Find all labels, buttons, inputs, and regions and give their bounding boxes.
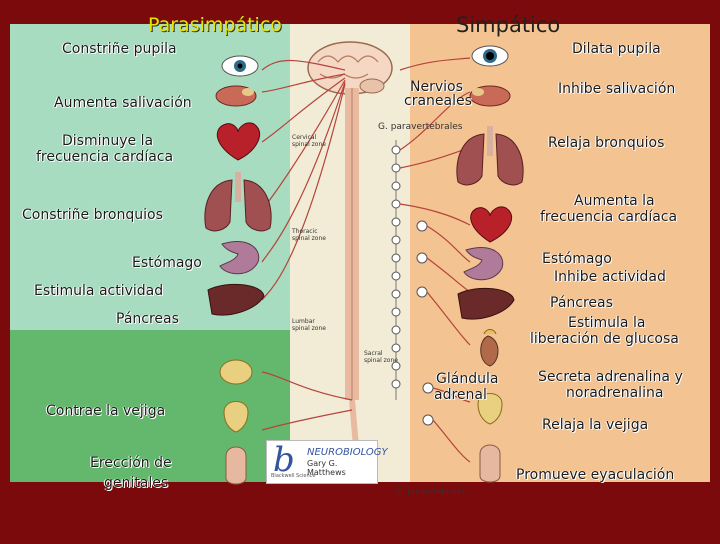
label-increase-salivation: Aumenta salivación (54, 95, 192, 111)
parasympathetic-title: Parasimpático (148, 14, 282, 36)
logo-publisher: Blackwell Science (271, 473, 316, 479)
label-promote-ejaculation: Promueve eyaculación (516, 467, 675, 483)
label-inhibit-salivation: Inhibe salivación (558, 81, 676, 97)
label-dilate-pupil: Dilata pupila (572, 41, 661, 57)
logo-book-title: NEUROBIOLOGY (307, 447, 388, 458)
stomach-icon-right (463, 247, 504, 281)
label-adrenal-2: adrenal (434, 387, 487, 403)
zone-thoracic-1: Thoracic (292, 228, 318, 235)
zone-thoracic-2: spinal zone (292, 235, 326, 242)
lungs-icon (204, 172, 272, 232)
label-decrease-heart-2: frecuencia cardíaca (36, 149, 174, 165)
heart-icon (216, 122, 260, 161)
label-paravertebral-ganglia: G. paravertebrales (378, 122, 463, 132)
label-increase-heart-1: Aumenta la (574, 193, 655, 209)
label-erection-2: genitales (104, 475, 169, 491)
eye-icon (221, 55, 259, 77)
label-cranial-nerves-2: craneales (404, 93, 472, 109)
ganglia-chain (391, 140, 434, 426)
zone-cervical-1: Cervical (292, 134, 317, 141)
label-relax-bronchi: Relaja bronquios (548, 135, 665, 151)
bladder-icon-right (477, 393, 503, 425)
publisher-logo: b NEUROBIOLOGY Gary G. Matthews Blackwel… (266, 440, 388, 484)
label-stimulate-activity: Estimula actividad (34, 283, 164, 299)
label-secrete-adrenaline-2: noradrenalina (566, 385, 664, 401)
label-stomach-right: Estómago (542, 251, 612, 267)
zone-sacral-1: Sacral (364, 350, 383, 357)
label-adrenal-1: Glándula (436, 371, 499, 387)
sympathetic-title: Simpático (456, 13, 561, 37)
label-constrict-bronchi: Constriñe bronquios (22, 207, 163, 223)
label-pancreas-right: Páncreas (550, 295, 613, 311)
label-secrete-adrenaline-1: Secreta adrenalina y (538, 369, 683, 385)
label-relax-bladder: Relaja la vejiga (542, 417, 649, 433)
label-stomach-left: Estómago (132, 255, 202, 271)
label-decrease-heart-1: Disminuye la (62, 133, 154, 149)
bladder-icon (219, 359, 253, 385)
zone-cervical-2: spinal zone (292, 141, 326, 148)
label-contract-bladder: Contrae la vejiga (46, 403, 166, 419)
genitals-icon-right (479, 444, 501, 483)
salivary-gland-icon (215, 85, 257, 107)
logo-author: Gary G. Matthews (307, 459, 346, 477)
label-stimulate-glucose-1: Estimula la (568, 315, 646, 331)
stomach-icon (219, 241, 260, 275)
label-prevertebral-ganglia: G. prevertebrales (396, 487, 466, 496)
lungs-icon-right (456, 126, 524, 186)
label-stimulate-glucose-2: liberación de glucosa (530, 331, 679, 347)
label-inhibit-activity: Inhibe actividad (554, 269, 666, 285)
heart-icon-right (470, 206, 512, 243)
zone-sacral-2: spinal zone (364, 357, 398, 364)
genitals-icon (225, 446, 247, 485)
zone-lumbar-2: spinal zone (292, 325, 326, 332)
adrenal-icon (480, 329, 499, 367)
label-constrict-pupil: Constriñe pupila (62, 41, 177, 57)
liver-icon (207, 283, 265, 316)
label-erection-1: Erección de (90, 455, 172, 471)
label-pancreas-left: Páncreas (116, 311, 179, 327)
liver-icon-right (457, 287, 515, 320)
eye-icon-right (471, 45, 509, 67)
zone-lumbar-1: Lumbar (292, 318, 315, 325)
brain-icon (307, 41, 393, 95)
logo-letter: b (273, 440, 295, 480)
salivary-gland-icon-right (469, 85, 511, 107)
label-cranial-nerves-1: Nervios (410, 79, 463, 95)
bladder-lower-icon (223, 401, 249, 433)
label-increase-heart-2: frecuencia cardíaca (540, 209, 678, 225)
